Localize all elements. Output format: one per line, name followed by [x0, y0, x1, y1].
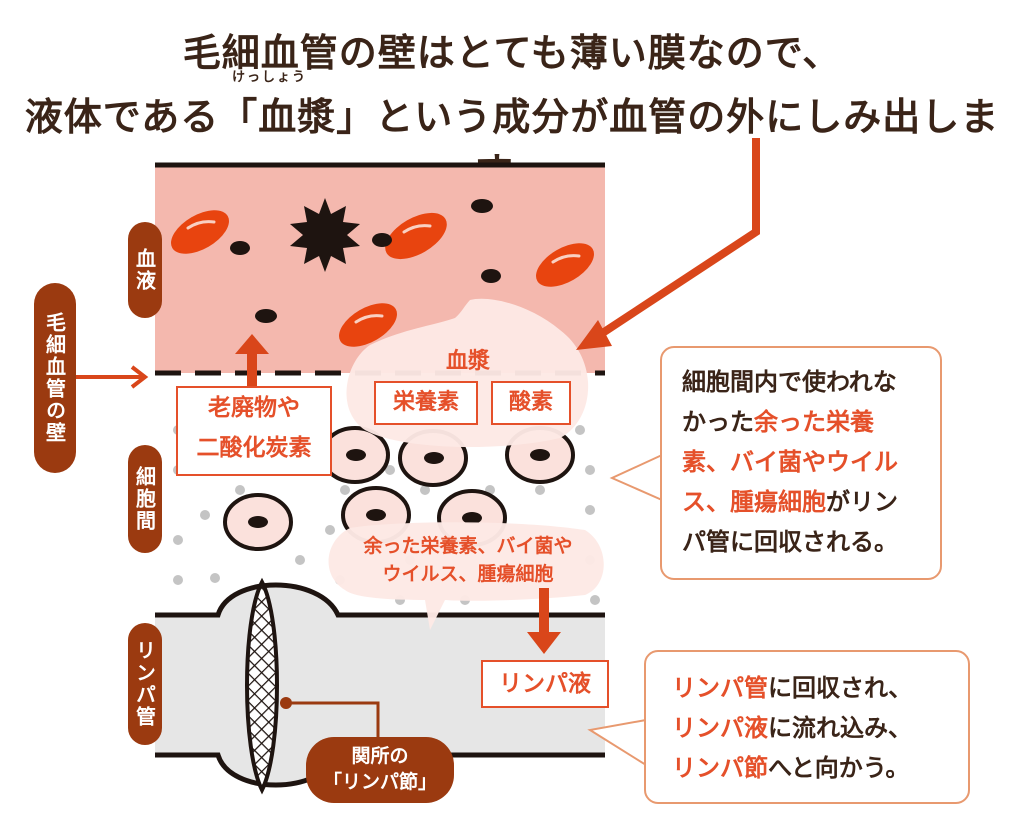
plasma-arrow: [595, 138, 760, 340]
leftover-text: 余った栄養素、バイ菌や ウイルス、腫瘍細胞: [340, 532, 596, 588]
blood-label: 血液: [128, 222, 162, 318]
lymph-node-valve: [245, 577, 279, 795]
lymph-vessel-label-text: リンパ管: [132, 640, 157, 728]
plasma-title: 血漿: [446, 349, 491, 374]
blood-particles: [230, 199, 501, 323]
callout2-line-2: リンパ液に流れ込み、: [672, 714, 912, 742]
nutrients-box: 栄養素: [374, 381, 478, 425]
callout1-line-4: ス、腫瘍細胞がリン: [682, 488, 898, 516]
leftover-line-2: ウイルス、腫瘍細胞: [382, 563, 554, 585]
lymph-node-label: 関所の 「リンパ節」: [306, 737, 454, 803]
interstitial-label: 細胞間: [128, 445, 162, 553]
waste-line-2: 二酸化炭素: [196, 435, 312, 461]
red-blood-cell: [385, 212, 447, 260]
capillary-wall-label: 毛細血管の壁: [34, 283, 76, 473]
callout2-line-3: リンパ節へと向かう。: [672, 754, 910, 782]
ruby-reading: けっしょう: [232, 70, 308, 85]
oxygen-box: 酸素: [491, 381, 571, 425]
leftover-cloud: [328, 522, 604, 630]
lymph-entry-arrow: [527, 588, 561, 654]
callout1-line-3: 素、バイ菌やウイル: [682, 448, 898, 476]
callout2-line-1: リンパ管に回収され、: [672, 674, 913, 702]
waste-co2-box: 老廃物や 二酸化炭素: [176, 386, 332, 476]
callout-lymph: リンパ管に回収され、 リンパ液に流れ込み、 リンパ節へと向かう。: [644, 650, 970, 804]
red-blood-cell: [339, 303, 397, 347]
lymph-node-line-1: 関所の: [351, 745, 409, 767]
leftover-line-1: 余った栄養素、バイ菌や: [363, 535, 573, 557]
red-blood-cell: [536, 243, 594, 287]
blood-label-text: 血液: [132, 248, 157, 292]
lymph-node-line-2: 「リンパ節」: [322, 771, 437, 793]
lymph-fluid-box: リンパ液: [481, 660, 609, 708]
virus-shape: [290, 198, 360, 272]
interstitial-label-text: 細胞間: [132, 466, 157, 532]
title-line-1: 毛細血管の壁はとても薄い膜なので、: [182, 31, 842, 75]
callout1-line-2: かった余った栄養: [682, 408, 874, 436]
capillary-wall-label-text: 毛細血管の壁: [42, 312, 67, 444]
lymph-node-pointer: [286, 701, 380, 738]
lymph-vessel-label: リンパ管: [128, 623, 162, 745]
callout1-line-5: パ管に回収される。: [682, 528, 898, 556]
callout-interstitial: 細胞間内で使われな かった余った栄養 素、バイ菌やウイル ス、腫瘍細胞がリン パ…: [660, 346, 942, 580]
waste-arrow: [235, 334, 269, 388]
waste-line-1: 老廃物や: [208, 395, 300, 421]
callout1-line-1: 細胞間内で使われな: [682, 368, 897, 396]
capillary-wall-pointer: [75, 365, 149, 389]
